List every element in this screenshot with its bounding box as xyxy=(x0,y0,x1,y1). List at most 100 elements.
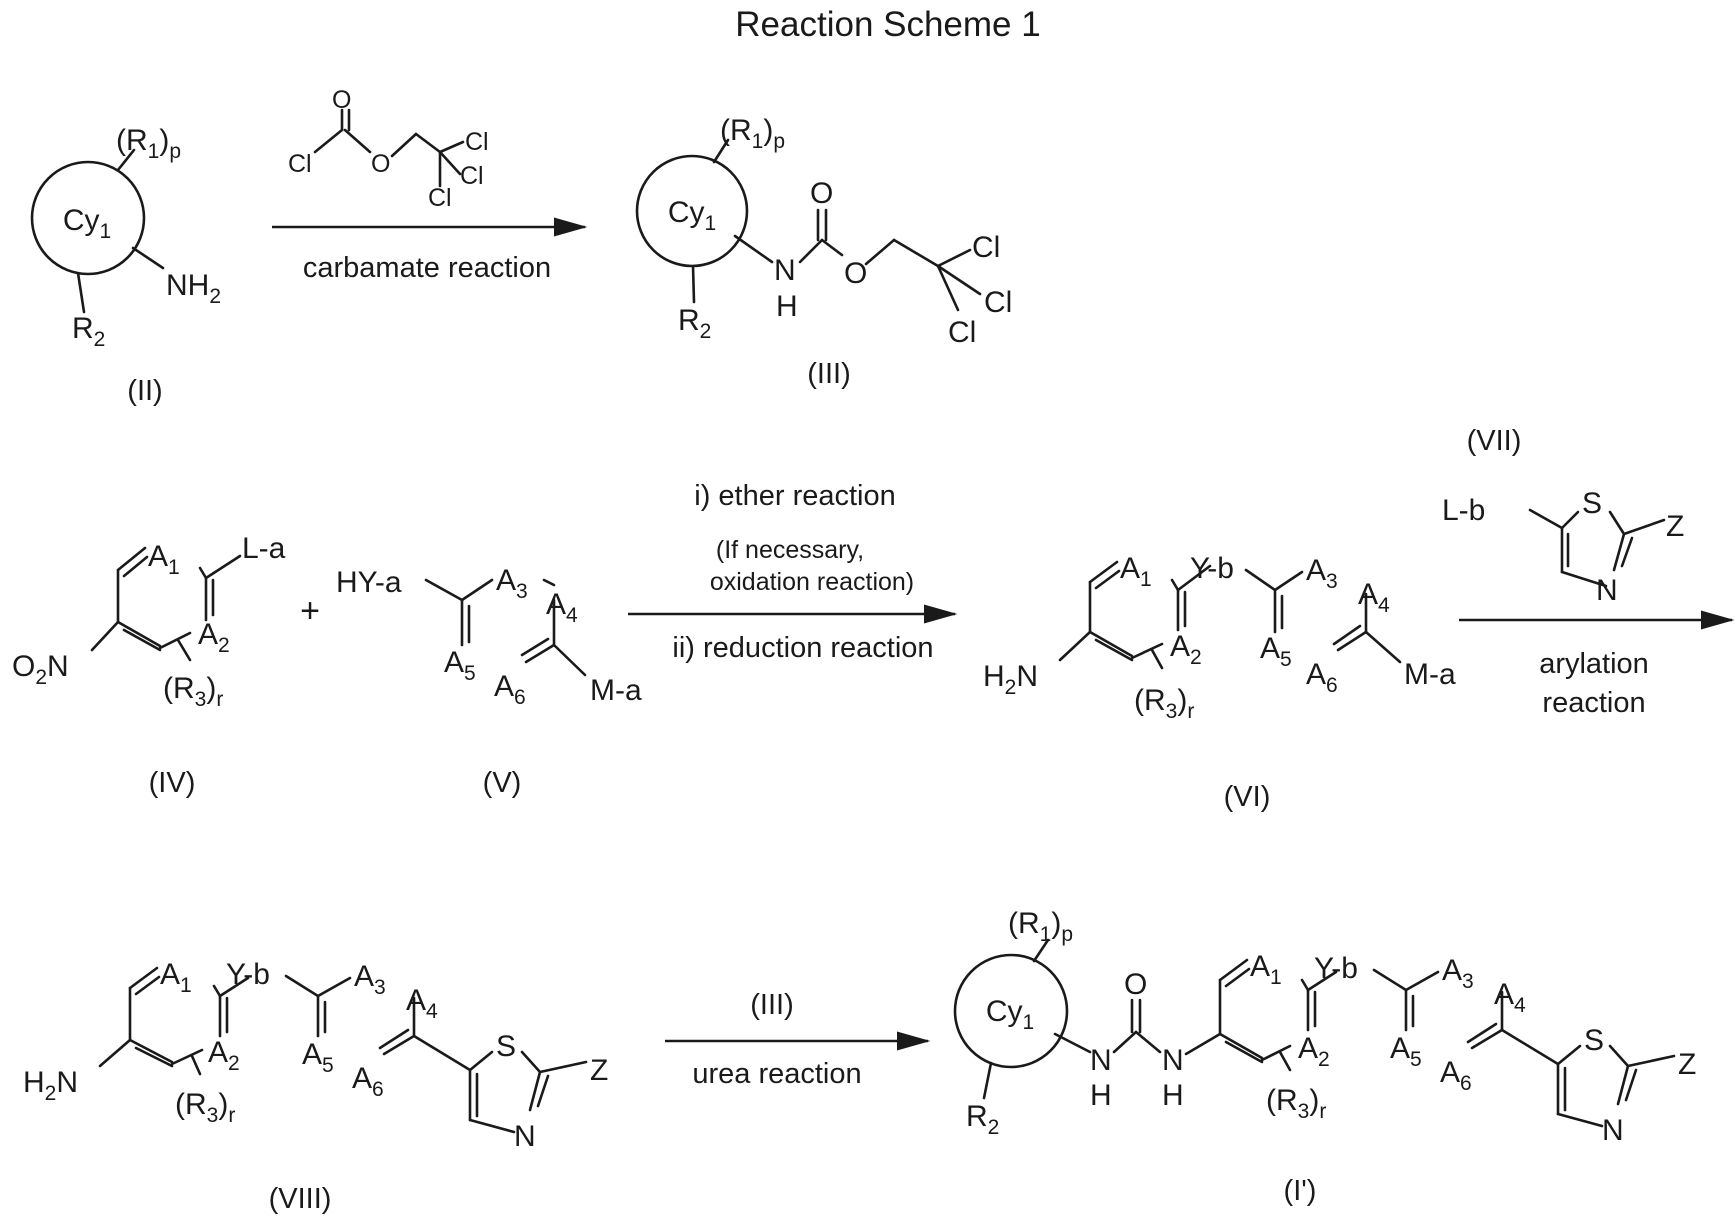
svg-text:L-a: L-a xyxy=(242,532,286,565)
svg-text:Z: Z xyxy=(1666,510,1684,543)
svg-text:A2: A2 xyxy=(1170,630,1202,669)
compound-vi-label: (VI) xyxy=(1224,781,1271,813)
svg-text:A2: A2 xyxy=(208,1036,240,1075)
svg-text:A5: A5 xyxy=(444,646,476,685)
svg-text:R2: R2 xyxy=(678,304,711,343)
svg-text:(R1)p: (R1)p xyxy=(720,114,785,153)
svg-text:(R3)r: (R3)r xyxy=(1266,1084,1326,1123)
compound-iv-label: (IV) xyxy=(149,767,196,799)
condition-urea-reagent: (III) xyxy=(750,989,794,1021)
svg-text:(R3)r: (R3)r xyxy=(163,672,223,711)
svg-text:H2N: H2N xyxy=(983,660,1038,699)
svg-text:A4: A4 xyxy=(1358,578,1390,617)
svg-text:N: N xyxy=(1602,1114,1624,1147)
svg-text:HY-a: HY-a xyxy=(336,566,402,599)
svg-text:S: S xyxy=(1584,1024,1604,1057)
svg-text:Z: Z xyxy=(590,1054,608,1087)
condition-ether-reaction: i) ether reaction xyxy=(694,480,896,512)
compound-iii-structure: Cy1 (R1)p N H O O Cl Cl Cl R2 xyxy=(637,114,1012,349)
svg-text:S: S xyxy=(496,1030,516,1063)
condition-arylation-line2: reaction xyxy=(1542,687,1645,719)
compound-i-prime-label: (I') xyxy=(1284,1175,1317,1207)
svg-text:A3: A3 xyxy=(1306,554,1338,593)
svg-text:M-a: M-a xyxy=(1404,658,1456,691)
svg-text:N: N xyxy=(1596,574,1618,607)
svg-text:Cl: Cl xyxy=(428,184,452,212)
svg-text:A4: A4 xyxy=(406,984,438,1023)
svg-text:(R1)p: (R1)p xyxy=(1008,907,1073,946)
compound-viii-structure: A1 A2 Y-b A3 A4 A5 A6 S N Z H2N (R3)r xyxy=(23,958,608,1153)
svg-text:Cy1: Cy1 xyxy=(668,196,716,235)
svg-text:L-b: L-b xyxy=(1442,494,1485,527)
scheme-title: Reaction Scheme 1 xyxy=(735,5,1040,44)
svg-text:A1: A1 xyxy=(160,958,192,997)
svg-text:Cy1: Cy1 xyxy=(986,995,1034,1034)
svg-text:A2: A2 xyxy=(1298,1032,1330,1071)
compound-viii-label: (VIII) xyxy=(269,1183,332,1215)
svg-text:N: N xyxy=(1090,1044,1112,1077)
compound-iv-structure: A1 A2 L-a O2N (R3)r xyxy=(12,532,286,711)
condition-arylation-line1: arylation xyxy=(1539,648,1649,680)
svg-text:H: H xyxy=(776,290,798,323)
svg-text:A5: A5 xyxy=(1390,1032,1422,1071)
svg-text:A3: A3 xyxy=(1442,954,1474,993)
svg-text:Cl: Cl xyxy=(288,150,312,178)
svg-text:NH2: NH2 xyxy=(166,269,221,308)
svg-text:Y-b: Y-b xyxy=(1190,552,1234,585)
svg-text:S: S xyxy=(1582,487,1602,520)
svg-text:A1: A1 xyxy=(1120,552,1152,591)
svg-text:N: N xyxy=(514,1120,536,1153)
svg-text:A5: A5 xyxy=(302,1038,334,1077)
svg-text:Cl: Cl xyxy=(984,286,1012,319)
svg-text:Cl: Cl xyxy=(460,162,484,190)
compound-iii-label: (III) xyxy=(807,358,851,390)
svg-text:N: N xyxy=(1162,1044,1184,1077)
compound-i-prime-structure: Cy1 (R1)p R2 N H O N H A1 A2 Y-b A3 A4 A… xyxy=(955,907,1696,1147)
svg-text:Cl: Cl xyxy=(972,231,1000,264)
compound-vii-structure: L-b S N Z xyxy=(1442,487,1684,607)
compound-ii-label: (II) xyxy=(127,375,162,407)
svg-text:A6: A6 xyxy=(1306,658,1338,697)
compound-v-label: (V) xyxy=(483,767,522,799)
svg-text:A4: A4 xyxy=(1494,978,1526,1017)
svg-text:A1: A1 xyxy=(148,540,180,579)
svg-text:M-a: M-a xyxy=(590,674,642,707)
svg-text:R2: R2 xyxy=(966,1100,999,1139)
condition-urea-reaction: urea reaction xyxy=(692,1058,861,1090)
svg-text:A1: A1 xyxy=(1250,950,1282,989)
svg-text:O: O xyxy=(844,257,867,290)
condition-oxidation-line1: (If necessary, xyxy=(716,536,864,564)
svg-text:Z: Z xyxy=(1678,1048,1696,1081)
svg-text:Cy1: Cy1 xyxy=(63,204,111,243)
svg-text:(R1)p: (R1)p xyxy=(116,124,181,163)
compound-v-structure: HY-a A3 A4 A5 A6 M-a xyxy=(336,564,642,709)
svg-text:R2: R2 xyxy=(72,312,105,351)
condition-reduction-reaction: ii) reduction reaction xyxy=(672,632,933,664)
svg-text:Y-b: Y-b xyxy=(1314,952,1358,985)
svg-text:O: O xyxy=(332,86,351,114)
svg-text:O: O xyxy=(1124,968,1147,1001)
svg-text:A4: A4 xyxy=(546,588,578,627)
svg-text:Y-b: Y-b xyxy=(226,958,270,991)
condition-oxidation-line2: oxidation reaction) xyxy=(710,568,914,596)
svg-text:A3: A3 xyxy=(496,564,528,603)
svg-text:A5: A5 xyxy=(1260,632,1292,671)
condition-carbamate-reaction: carbamate reaction xyxy=(303,252,551,284)
compound-vi-structure: A1 A2 Y-b A3 A4 A5 A6 M-a H2N (R3)r xyxy=(983,552,1456,723)
svg-text:N: N xyxy=(774,254,796,287)
svg-text:O: O xyxy=(371,150,390,178)
svg-text:A6: A6 xyxy=(352,1062,384,1101)
svg-text:A3: A3 xyxy=(354,960,386,999)
plus-sign: + xyxy=(300,592,320,630)
svg-text:Cl: Cl xyxy=(465,128,489,156)
compound-vii-label: (VII) xyxy=(1467,425,1522,457)
svg-text:H2N: H2N xyxy=(23,1066,78,1105)
svg-text:O: O xyxy=(810,177,833,210)
reagent-trichloroethyl-chloroformate: O Cl O Cl Cl Cl xyxy=(288,86,489,212)
svg-text:A6: A6 xyxy=(1440,1056,1472,1095)
compound-ii-structure: Cy1 (R1)p NH2 R2 xyxy=(32,124,221,351)
svg-text:H: H xyxy=(1162,1079,1184,1112)
svg-text:Cl: Cl xyxy=(948,316,976,349)
svg-text:A2: A2 xyxy=(198,618,230,657)
